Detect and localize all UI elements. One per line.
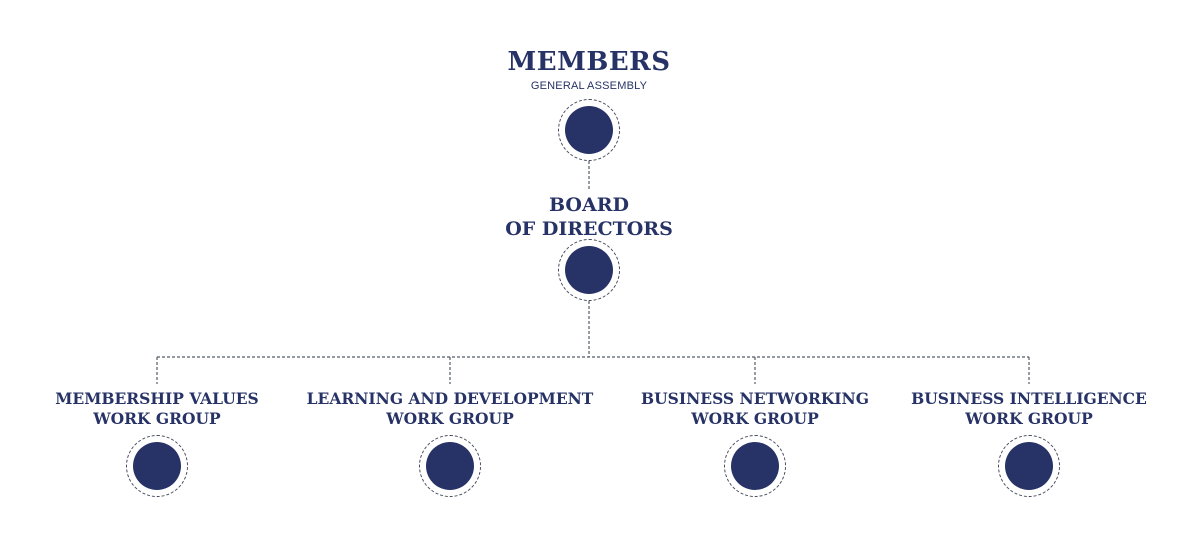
board-node-circle: [565, 246, 613, 294]
work-group-4-line1: BUSINESS INTELLIGENCE: [911, 389, 1147, 408]
work-group-node-3[interactable]: [724, 435, 786, 497]
work-group-label-4: BUSINESS INTELLIGENCE WORK GROUP: [911, 389, 1147, 429]
work-group-node-4-circle: [1005, 442, 1053, 490]
members-node-circle: [565, 106, 613, 154]
work-group-1-line2: WORK GROUP: [93, 409, 221, 429]
board-title: BOARD OF DIRECTORS: [505, 194, 673, 242]
work-group-2-line1: LEARNING AND DEVELOPMENT: [306, 389, 594, 408]
members-node[interactable]: [558, 99, 620, 161]
work-group-node-1-circle: [133, 442, 181, 490]
board-node[interactable]: [558, 239, 620, 301]
members-title: MEMBERS: [507, 47, 671, 77]
work-group-3-line2: WORK GROUP: [691, 409, 819, 429]
work-group-node-4[interactable]: [998, 435, 1060, 497]
work-group-2-line2: WORK GROUP: [386, 409, 514, 429]
work-group-3-line1: BUSINESS NETWORKING: [641, 389, 869, 408]
work-group-label-3: BUSINESS NETWORKING WORK GROUP: [641, 389, 869, 429]
work-group-label-2: LEARNING AND DEVELOPMENT WORK GROUP: [307, 389, 594, 429]
work-group-4-line2: WORK GROUP: [965, 409, 1093, 429]
work-group-node-2-circle: [426, 442, 474, 490]
board-title-line1: BOARD: [549, 194, 629, 216]
work-group-node-2[interactable]: [419, 435, 481, 497]
work-group-1-line1: MEMBERSHIP VALUES: [55, 389, 259, 408]
work-group-label-1: MEMBERSHIP VALUES WORK GROUP: [55, 389, 259, 429]
work-group-node-3-circle: [731, 442, 779, 490]
board-title-line2: OF DIRECTORS: [505, 217, 673, 240]
members-subtitle: GENERAL ASSEMBLY: [530, 80, 648, 92]
work-group-node-1[interactable]: [126, 435, 188, 497]
